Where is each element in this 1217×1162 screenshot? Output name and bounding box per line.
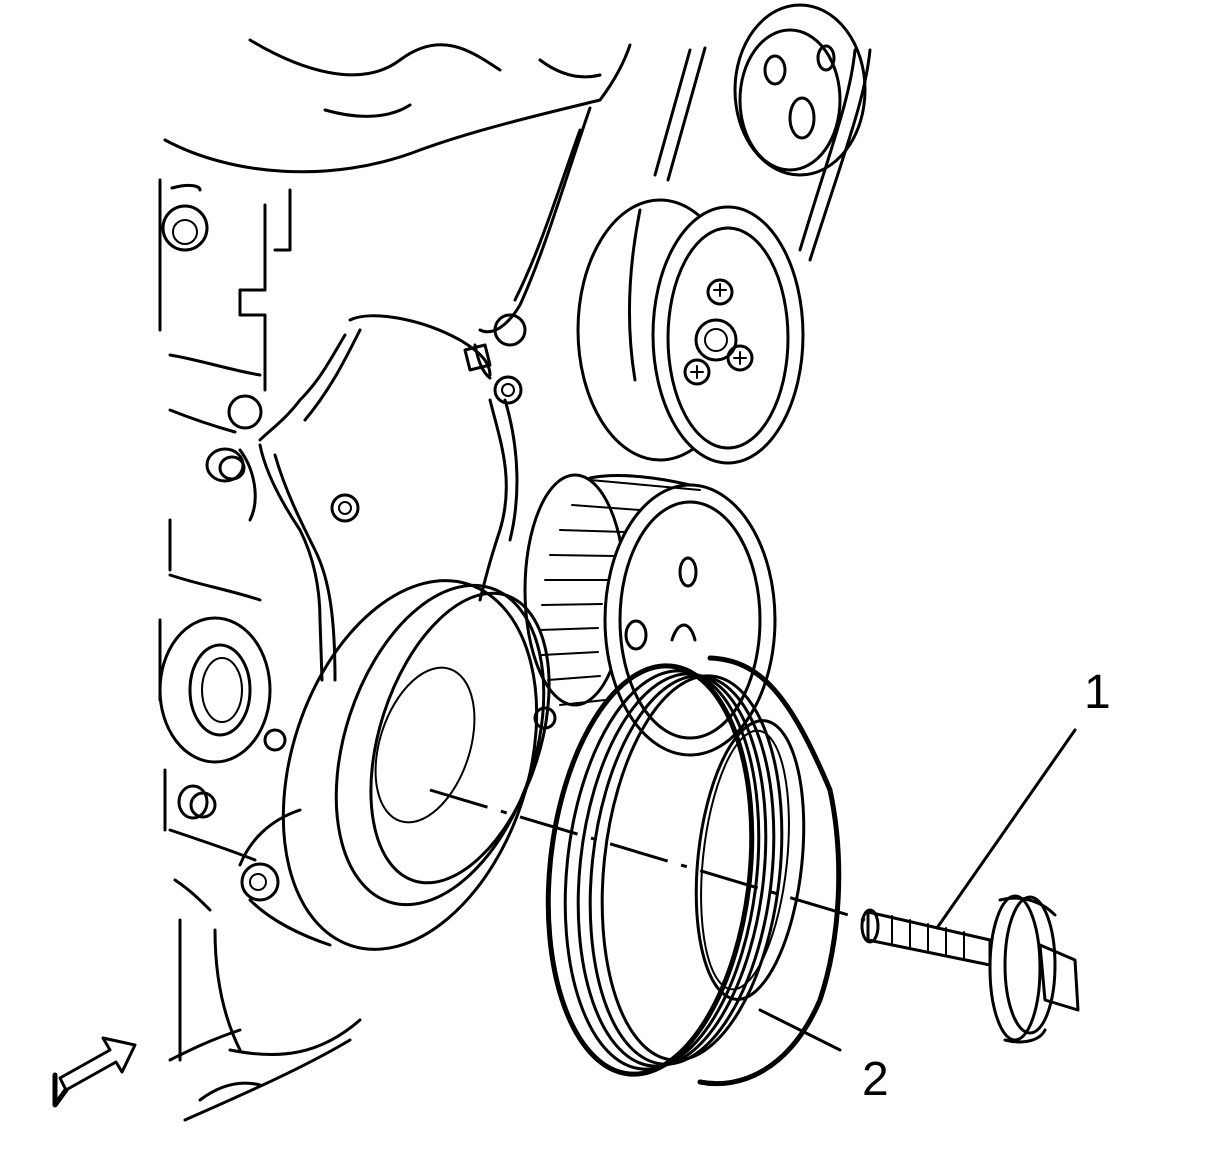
water-pump-pulley: [576, 198, 805, 465]
left-idler-pulley: [158, 616, 272, 764]
view-arrow-icon: [52, 1036, 137, 1108]
crankshaft-bolt: [860, 894, 1080, 1044]
callout-1: 1: [1084, 666, 1111, 719]
block-fasteners: [177, 375, 557, 902]
drive-belt: [628, 46, 872, 382]
engine-block: [158, 38, 632, 1122]
upper-pulley: [733, 3, 867, 177]
callout-2: 2: [862, 1053, 889, 1106]
crankshaft-pulley: [545, 655, 842, 1087]
front-seal-housing: [238, 579, 551, 951]
center-axis: [429, 788, 866, 922]
leader-lines: [758, 728, 1077, 1052]
timing-cover: [258, 314, 519, 682]
idler-pulley: [523, 473, 777, 757]
